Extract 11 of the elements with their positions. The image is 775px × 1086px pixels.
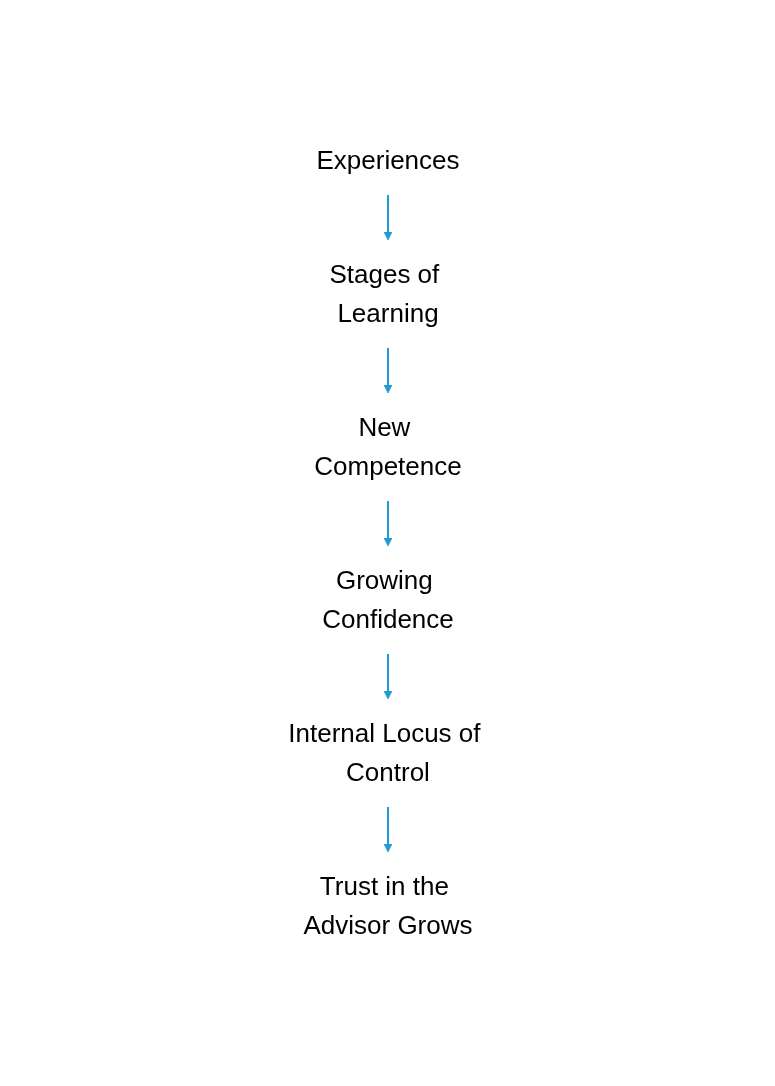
node-text: New Competence bbox=[313, 412, 462, 481]
node-text: Growing Confidence bbox=[321, 565, 454, 634]
arrow bbox=[383, 194, 392, 241]
node-text: Trust in the Advisor Grows bbox=[302, 871, 473, 940]
arrow bbox=[383, 500, 392, 547]
node-text: Experiences bbox=[315, 145, 460, 175]
arrow bbox=[383, 653, 392, 700]
node-text: Stages of Learning bbox=[328, 259, 439, 328]
node-text: Internal Locus of Control bbox=[287, 718, 480, 787]
arrow bbox=[383, 347, 392, 394]
arrow bbox=[383, 806, 392, 853]
